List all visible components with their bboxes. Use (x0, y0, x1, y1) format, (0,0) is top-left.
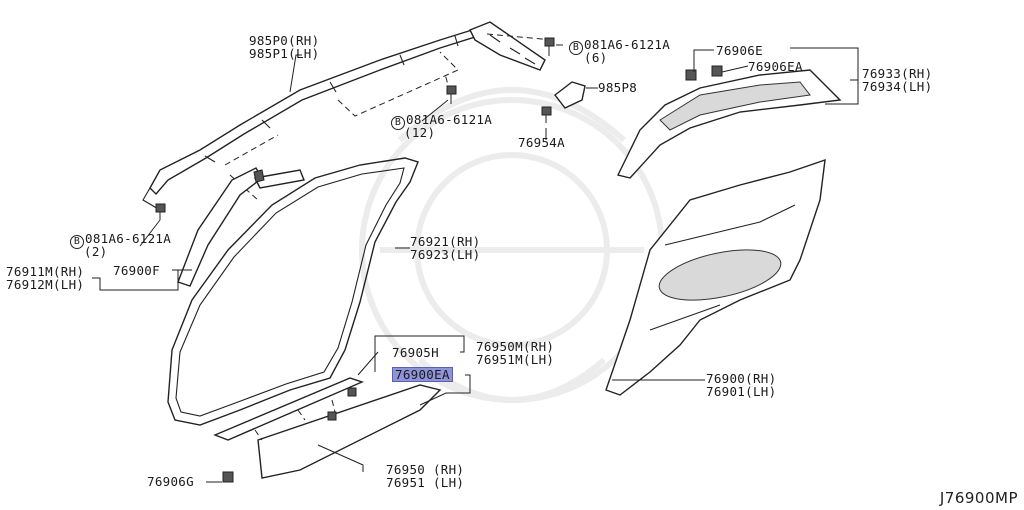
curtain-airbag (142, 21, 554, 211)
label-76951m: 76951M(LH) (476, 352, 555, 367)
label-76951: 76951 (LH) (386, 475, 465, 490)
leader-lines (92, 44, 859, 483)
rear-side-trim (605, 158, 826, 396)
sill-trim (213, 377, 442, 483)
label-76921: 76921(RH) (410, 234, 481, 249)
label-bolt-qty-12: (12) (404, 125, 436, 140)
label-76900f: 76900F (113, 263, 160, 278)
label-76950m: 76950M(RH) (476, 339, 555, 354)
label-76934: 76934(LH) (862, 79, 933, 94)
label-76933: 76933(RH) (862, 66, 933, 81)
diagram-code: J76900MP (939, 489, 1018, 507)
bolt-circle-icon: B (70, 235, 84, 249)
label-76912m: 76912M(LH) (6, 277, 85, 292)
label-76950: 76950 (RH) (386, 462, 465, 477)
bolt-icon (155, 37, 555, 220)
label-bolt-qty-2: (2) (84, 244, 108, 259)
label-bolt-qty-6: (6) (584, 50, 608, 65)
a-pillar-trim (177, 167, 305, 287)
label-76954a: 76954A (518, 135, 565, 150)
label-76911m: 76911M(RH) (6, 264, 85, 279)
label-76900ea-highlighted[interactable]: 76900EA (392, 367, 453, 382)
label-76905h: 76905H (392, 345, 439, 360)
label-985p1: 985P1(LH) (249, 46, 320, 61)
bolt-circle-icon: B (569, 41, 583, 55)
rear-upper-trim (616, 65, 842, 179)
label-76900: 76900(RH) (706, 371, 777, 386)
cover-985p8 (554, 81, 586, 109)
label-76923: 76923(LH) (410, 247, 481, 262)
bolt-circle-icon: B (391, 116, 405, 130)
label-76906ea-top: 76906EA (748, 59, 803, 74)
label-76901: 76901(LH) (706, 384, 777, 399)
weatherstrip (167, 157, 419, 426)
label-76906e: 76906E (716, 43, 763, 58)
label-985p8: 985P8 (598, 80, 638, 95)
label-76906g: 76906G (147, 474, 194, 489)
label-985p0: 985P0(RH) (249, 33, 320, 48)
